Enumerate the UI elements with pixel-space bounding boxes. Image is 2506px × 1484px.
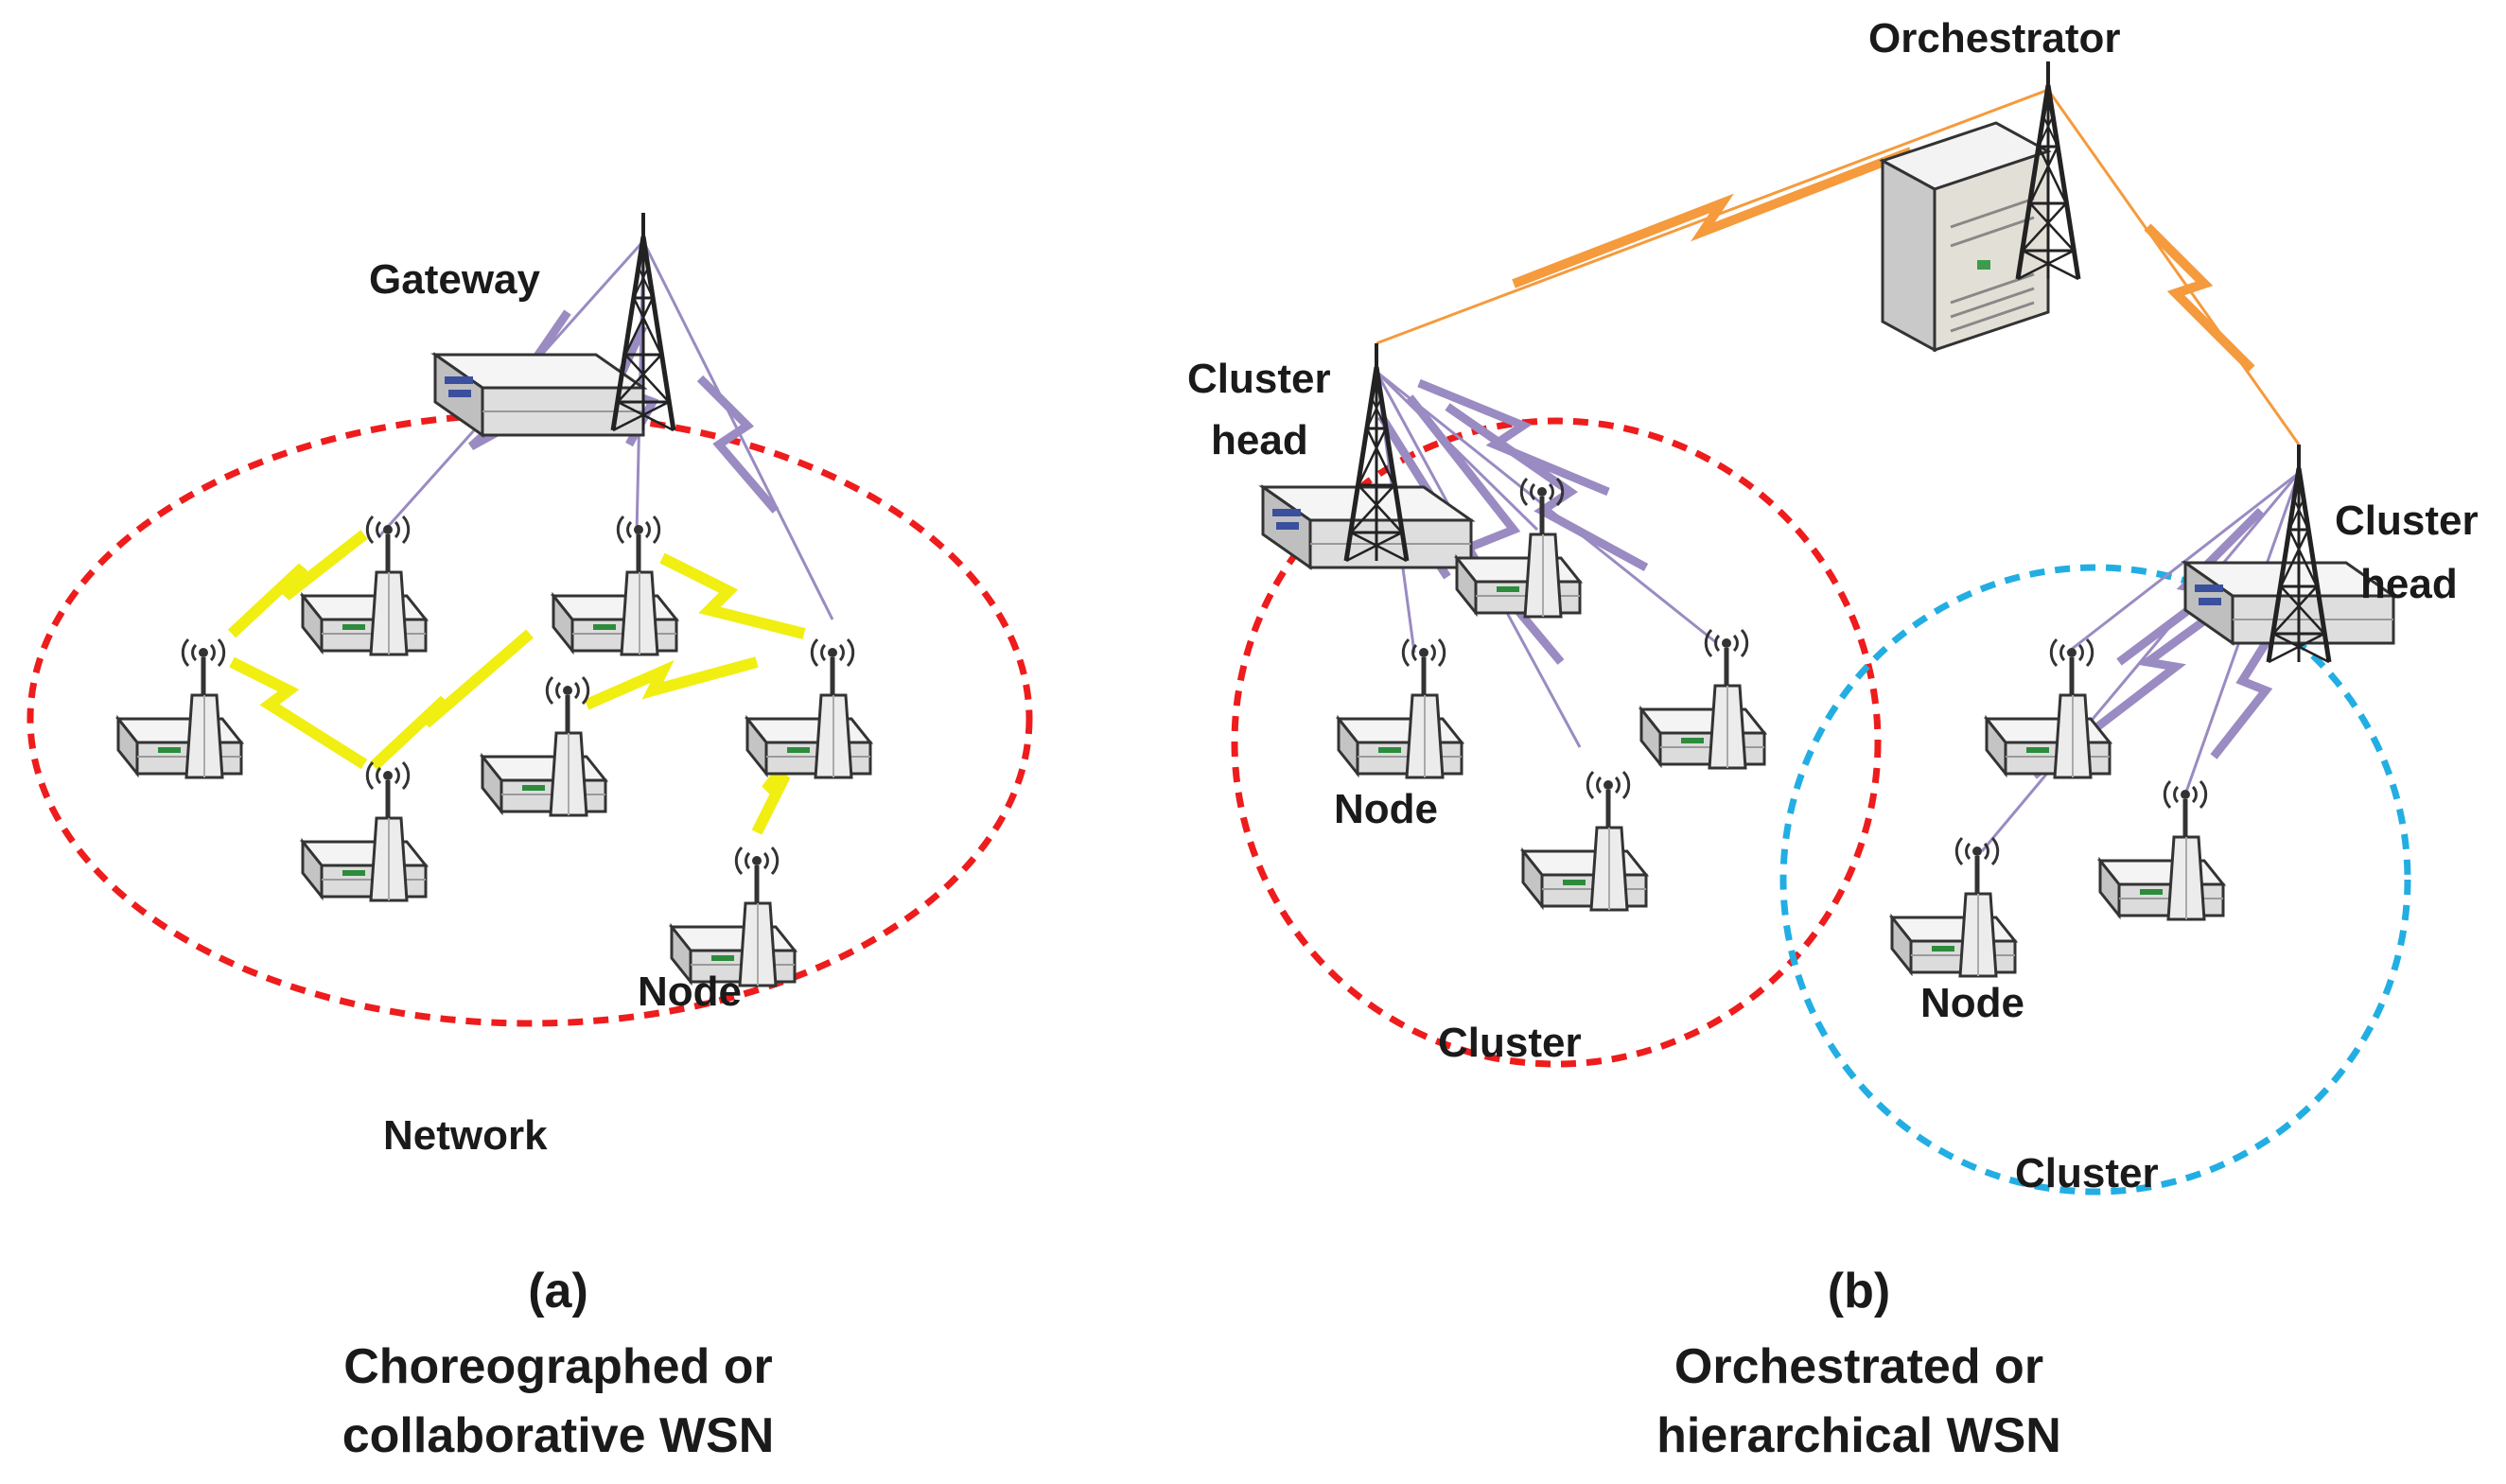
- orchestrator-label: Orchestrator: [1868, 15, 2121, 61]
- caption-a-line1: Choreographed or: [343, 1339, 773, 1394]
- wireless-node-icon: [2100, 781, 2223, 919]
- caption-b-line2: hierarchical WSN: [1656, 1408, 2061, 1463]
- wireless-node-icon: [118, 639, 241, 777]
- cluster-head-right-line1: Cluster: [2335, 498, 2479, 544]
- node-label: Node: [638, 969, 742, 1015]
- cluster-head-left-line1: Cluster: [1187, 356, 1331, 402]
- gateway-router-icon: [1261, 485, 1473, 569]
- wireless-node-icon: [1892, 838, 2015, 976]
- gateway-label: Gateway: [369, 256, 541, 303]
- wireless-node-icon: [747, 639, 870, 777]
- caption-b-line1: Orchestrated or: [1674, 1339, 2043, 1394]
- cluster-head-left-line2: head: [1211, 417, 1308, 463]
- cluster-boundary-right: [1779, 564, 2411, 1196]
- wireless-node-icon: [672, 847, 795, 986]
- cluster-boundary-left: [1231, 417, 1882, 1068]
- panel-b: Orchestrator Cluster head Cluster head N…: [1187, 15, 2479, 1463]
- wireless-node-icon: [303, 762, 426, 900]
- node-label-left: Node: [1334, 786, 1438, 832]
- cluster-label-right: Cluster: [2015, 1150, 2159, 1196]
- node-label-right: Node: [1920, 980, 2024, 1026]
- wireless-node-icon: [1987, 639, 2110, 777]
- antenna-tower-icon: [613, 213, 674, 430]
- caption-a-line2: collaborative WSN: [342, 1408, 775, 1463]
- caption-a-letter: (a): [528, 1264, 588, 1318]
- cluster-label-left: Cluster: [1438, 1020, 1582, 1066]
- wireless-node-icon: [1339, 639, 1462, 777]
- cluster-right-uplinks: [1980, 471, 2301, 852]
- cluster-head-right-line2: head: [2360, 561, 2458, 607]
- network-label: Network: [383, 1112, 548, 1159]
- wireless-node-icon: [482, 677, 605, 815]
- panel-a: Gateway Node Network (a) Choreographed o…: [26, 213, 1033, 1463]
- wireless-node-icon: [553, 516, 676, 655]
- wireless-node-icon: [1523, 772, 1646, 910]
- wireless-node-icon: [1641, 630, 1764, 768]
- antenna-tower-icon: [2269, 445, 2329, 662]
- antenna-tower-icon: [1346, 343, 1407, 561]
- caption-b-letter: (b): [1828, 1264, 1890, 1318]
- backhaul-links: [1376, 88, 2301, 445]
